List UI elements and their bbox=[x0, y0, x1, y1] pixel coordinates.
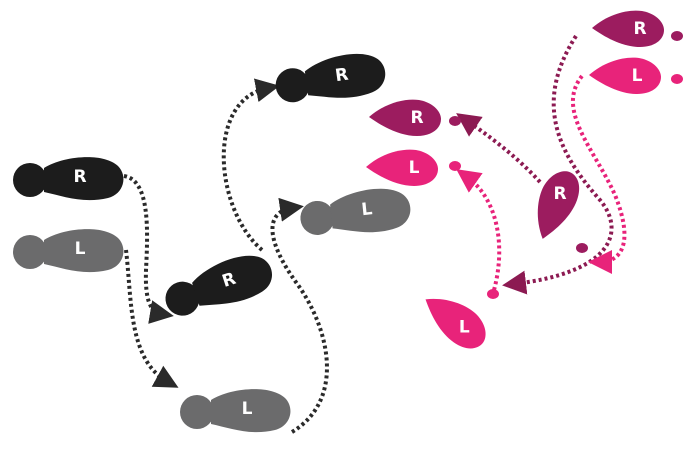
drop-r: R bbox=[369, 99, 461, 136]
shoe-sole bbox=[192, 255, 273, 306]
shoe-heel bbox=[13, 163, 47, 197]
shoe-heel bbox=[300, 200, 335, 235]
path-arrow bbox=[124, 249, 179, 388]
shoe-r: R bbox=[165, 255, 273, 316]
path-arrow bbox=[123, 174, 174, 324]
shoe-heel bbox=[165, 281, 200, 316]
drop-l: L bbox=[589, 57, 683, 94]
shoe-heel bbox=[275, 68, 310, 103]
drop-heel-dot bbox=[576, 243, 588, 253]
shoe-heel bbox=[13, 235, 47, 269]
drop-shape bbox=[589, 57, 661, 94]
drop-label: R bbox=[553, 184, 566, 204]
drop-label: L bbox=[459, 318, 470, 338]
shoe-heel bbox=[180, 395, 214, 429]
drop-l: L bbox=[366, 149, 461, 186]
path-arrow bbox=[221, 78, 280, 252]
drop-shape bbox=[366, 149, 438, 186]
drop-shape bbox=[592, 10, 664, 47]
shoe-label: L bbox=[242, 399, 253, 419]
shoe-sole bbox=[304, 53, 386, 98]
path-arrow bbox=[570, 74, 627, 274]
drop-label: L bbox=[632, 66, 643, 86]
drop-l: L bbox=[425, 289, 499, 349]
drop-heel-dot bbox=[671, 31, 683, 41]
drop-shape bbox=[537, 171, 580, 239]
shoe-label: R bbox=[220, 269, 239, 292]
shoe-sole bbox=[330, 188, 411, 233]
drop-heel-dot bbox=[449, 116, 461, 126]
shoe-sole bbox=[44, 229, 124, 273]
drop-r: R bbox=[592, 10, 683, 47]
drop-r: R bbox=[537, 171, 588, 253]
shoe-r: R bbox=[275, 53, 386, 103]
shoe-label: L bbox=[360, 199, 373, 220]
shoe-l: L bbox=[13, 229, 124, 273]
shoe-l: L bbox=[180, 389, 291, 433]
drop-heel-dot bbox=[449, 161, 461, 171]
shoe-label: R bbox=[73, 167, 86, 187]
drop-shape bbox=[425, 298, 486, 349]
shoe-sole bbox=[44, 157, 124, 201]
shoe-sole bbox=[211, 389, 291, 433]
drop-label: R bbox=[410, 108, 423, 128]
drop-shape bbox=[369, 99, 441, 136]
shoe-r: R bbox=[13, 157, 124, 201]
drop-label: R bbox=[633, 19, 646, 39]
shoe-label: R bbox=[334, 65, 350, 87]
path-arrow bbox=[502, 34, 614, 295]
shoe-l: L bbox=[300, 188, 411, 235]
path-arrow bbox=[456, 113, 542, 184]
shoe-label: L bbox=[75, 239, 86, 259]
path-arrow bbox=[270, 197, 329, 434]
drop-heel-dot bbox=[487, 289, 499, 299]
drop-label: L bbox=[409, 158, 420, 178]
path-arrow bbox=[456, 169, 502, 291]
drop-heel-dot bbox=[671, 74, 683, 84]
